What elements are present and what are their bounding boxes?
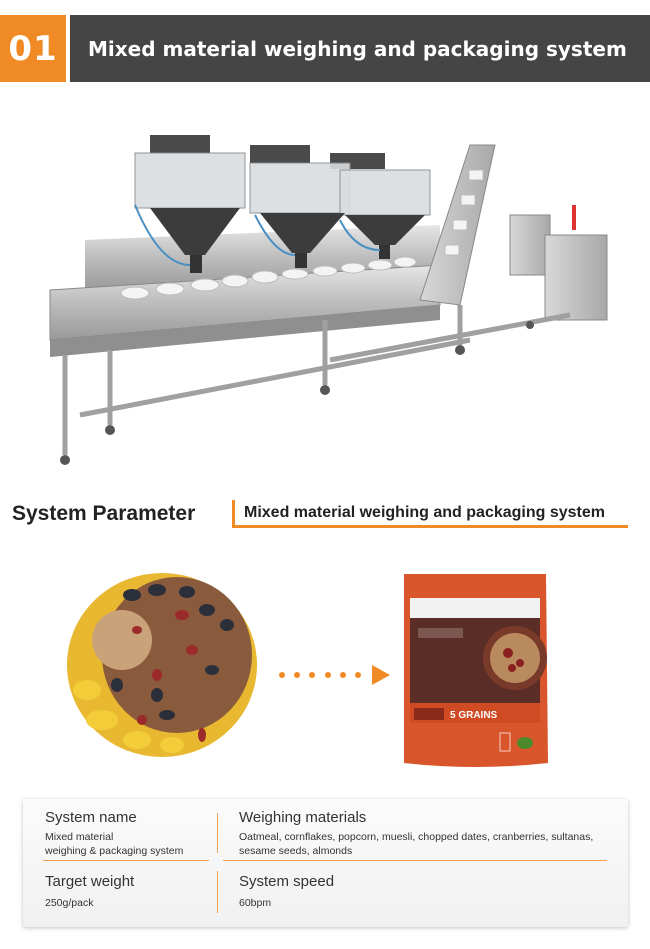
parameter-card: System name Mixed material weighing & pa… [23,799,628,927]
param-title: Target weight [45,873,135,890]
param-title: Weighing materials [239,809,367,826]
divider-vertical [217,813,218,853]
param-weighing-materials: Weighing materials Oatmeal, cornflakes, … [239,809,593,858]
param-title: System name [45,809,137,826]
param-system-speed: System speed 60bpm [239,873,334,910]
param-target-weight: Target weight 250g/pack [45,873,134,910]
header-banner: 01 Mixed material weighing and packaging… [0,15,650,82]
mixed-cereal-image [67,573,257,757]
divider-vertical [217,871,218,913]
pouch-label: 5 GRAINS [450,710,498,721]
param-value: Oatmeal, cornflakes, popcorn, muesli, ch… [239,831,594,843]
param-value: Mixed material [45,831,114,843]
banner-divider [66,15,70,82]
packaged-pouch-image: 5 GRAINS [404,574,548,767]
param-system-name: System name Mixed material weighing & pa… [45,809,183,858]
banner-title: Mixed material weighing and packaging sy… [70,15,650,82]
section-heading: System Parameter Mixed material weighing… [0,498,650,538]
divider-horizontal [43,860,209,861]
machine-image [49,135,608,465]
param-value: 60bpm [239,897,272,909]
param-value: weighing & packaging system [45,845,184,857]
param-value: 250g/pack [45,897,94,909]
divider-horizontal [223,860,607,861]
section-number: 01 [0,15,66,82]
section-subtitle: Mixed material weighing and packaging sy… [232,500,628,528]
section-label: System Parameter [12,502,196,525]
dotted-arrow-right-icon [279,665,390,685]
param-value: sesame seeds, almonds [239,845,353,857]
param-title: System speed [239,873,335,890]
